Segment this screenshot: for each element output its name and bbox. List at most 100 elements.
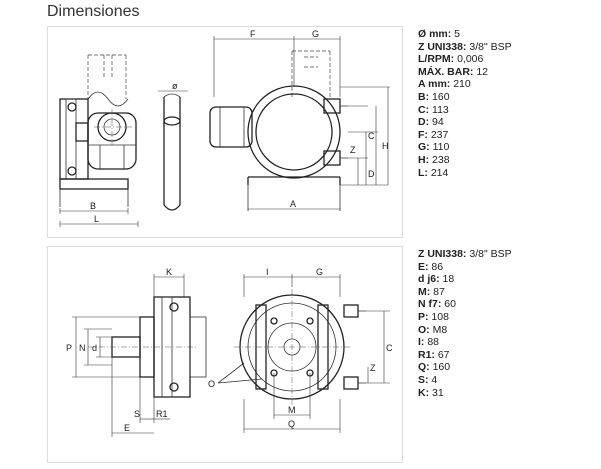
dim-label-n: N [79, 343, 86, 353]
spec-value: 67 [434, 348, 450, 361]
spec-key: O: [418, 323, 430, 336]
spec-value: 88 [424, 336, 440, 349]
bottom-spec-row: I: 88 [418, 336, 512, 349]
bottom-spec-row: Z UNI338: 3/8" BSP [418, 248, 512, 261]
spec-value: 237 [427, 128, 449, 141]
spec-value: 160 [429, 90, 450, 103]
spec-key: G: [418, 141, 430, 154]
bottom-spec-row: O: M8 [418, 324, 512, 337]
top-spec-row: Ø mm: 5 [418, 28, 512, 41]
dim-label-h: H [382, 141, 389, 151]
front-view: F G A Z D C H [209, 29, 390, 211]
spec-key: L: [418, 166, 428, 179]
spec-value: 18 [439, 273, 455, 286]
dim-label-o: O [208, 379, 215, 389]
spec-key: d j6: [418, 273, 440, 286]
spec-key: MÁX. BAR: [418, 65, 474, 78]
dim-label-z: Z [350, 145, 356, 155]
bottom-spec-row: S: 4 [418, 374, 512, 387]
drawing-panel-bottom: K P N d S R1 E [47, 246, 403, 463]
dim-label-z2: Z [370, 363, 376, 373]
dim-label-b: B [90, 201, 96, 211]
top-spec-row: H: 238 [418, 154, 512, 167]
bottom-spec-row: P: 108 [418, 311, 512, 324]
technical-drawing-bottom: K P N d S R1 E [66, 267, 393, 437]
bottom-spec-row: Q: 160 [418, 361, 512, 374]
bottom-spec-row: d j6: 18 [418, 273, 512, 286]
spec-key: C: [418, 103, 430, 116]
top-spec-row: G: 110 [418, 141, 512, 154]
dim-label-q: Q [288, 419, 295, 429]
spec-value: 110 [429, 141, 450, 154]
top-spec-row: A mm: 210 [418, 78, 512, 91]
spec-key: D: [418, 116, 430, 129]
dim-label-phi: ø [172, 81, 178, 91]
spec-value: 210 [450, 78, 471, 91]
spec-key: K: [418, 386, 430, 399]
spec-value: 160 [429, 361, 451, 374]
top-spec-row: D: 94 [418, 116, 512, 129]
side-view-left: B L [59, 54, 139, 227]
dim-label-d: D [368, 169, 375, 179]
dim-label-m: M [288, 405, 296, 415]
drawing-panel-top: B L ø [47, 26, 403, 238]
spec-value: 4 [428, 373, 438, 386]
dim-label-a: A [290, 199, 296, 209]
spec-key: R1: [418, 348, 435, 361]
dim-label-e: E [124, 423, 130, 433]
bottom-spec-row: K: 31 [418, 387, 512, 400]
dim-label-c2: C [386, 343, 393, 353]
spec-key: P: [418, 310, 429, 323]
top-spec-row: MÁX. BAR: 12 [418, 66, 512, 79]
dim-label-k: K [166, 267, 172, 277]
front-view-bottom: I G O M Q [208, 267, 393, 433]
tube-detail: ø [158, 81, 188, 211]
spec-value: 238 [429, 153, 450, 166]
bottom-spec-row: R1: 67 [418, 349, 512, 362]
bottom-spec-row: E: 86 [418, 261, 512, 274]
spec-value: 5 [451, 28, 461, 40]
dim-label-l: L [94, 214, 99, 224]
top-spec-row: B: 160 [418, 91, 512, 104]
spec-key: F: [418, 128, 428, 141]
dim-label-i: I [266, 267, 269, 277]
bottom-spec-row: N f7: 60 [418, 298, 512, 311]
spec-key: Q: [418, 361, 430, 374]
spec-value: 31 [429, 386, 444, 399]
spec-value: M8 [429, 323, 448, 336]
dim-label-p: P [66, 343, 72, 353]
spec-value: 113 [429, 103, 449, 116]
side-view-bottom: K P N d S R1 E [66, 267, 207, 437]
spec-key: B: [418, 90, 430, 103]
dim-label-r1: R1 [156, 409, 168, 419]
top-spec-row: L/RPM: 0,006 [418, 53, 512, 66]
spec-key: S: [418, 373, 429, 386]
top-spec-row: F: 237 [418, 129, 512, 142]
dim-label-c: C [368, 131, 375, 141]
spec-value: 3/8" BSP [466, 40, 512, 53]
dim-label-f: F [250, 29, 256, 39]
spec-value: 0,006 [454, 53, 484, 66]
spec-key: L/RPM: [418, 53, 455, 66]
spec-key: A mm: [418, 78, 451, 91]
spec-key: I: [418, 336, 425, 349]
dim-label-d-small: d [92, 343, 97, 353]
top-spec-row: L: 214 [418, 167, 512, 180]
top-spec-row: C: 113 [418, 104, 512, 117]
spec-value: 94 [429, 116, 444, 129]
top-spec-row: Z UNI338: 3/8" BSP [418, 41, 512, 54]
spec-value: 214 [427, 166, 449, 179]
dim-label-s: S [134, 409, 140, 419]
spec-key: N f7: [418, 298, 442, 311]
technical-drawing-top: B L ø [59, 29, 390, 227]
spec-key: H: [418, 153, 430, 166]
spec-value: 87 [430, 285, 445, 298]
spec-value: 3/8" BSP [466, 248, 512, 260]
spec-value: 60 [441, 298, 456, 311]
spec-key: M: [418, 285, 431, 298]
page-title: Dimensiones [47, 3, 140, 20]
bottom-spec-row: M: 87 [418, 286, 512, 299]
dim-label-g: G [312, 29, 319, 39]
